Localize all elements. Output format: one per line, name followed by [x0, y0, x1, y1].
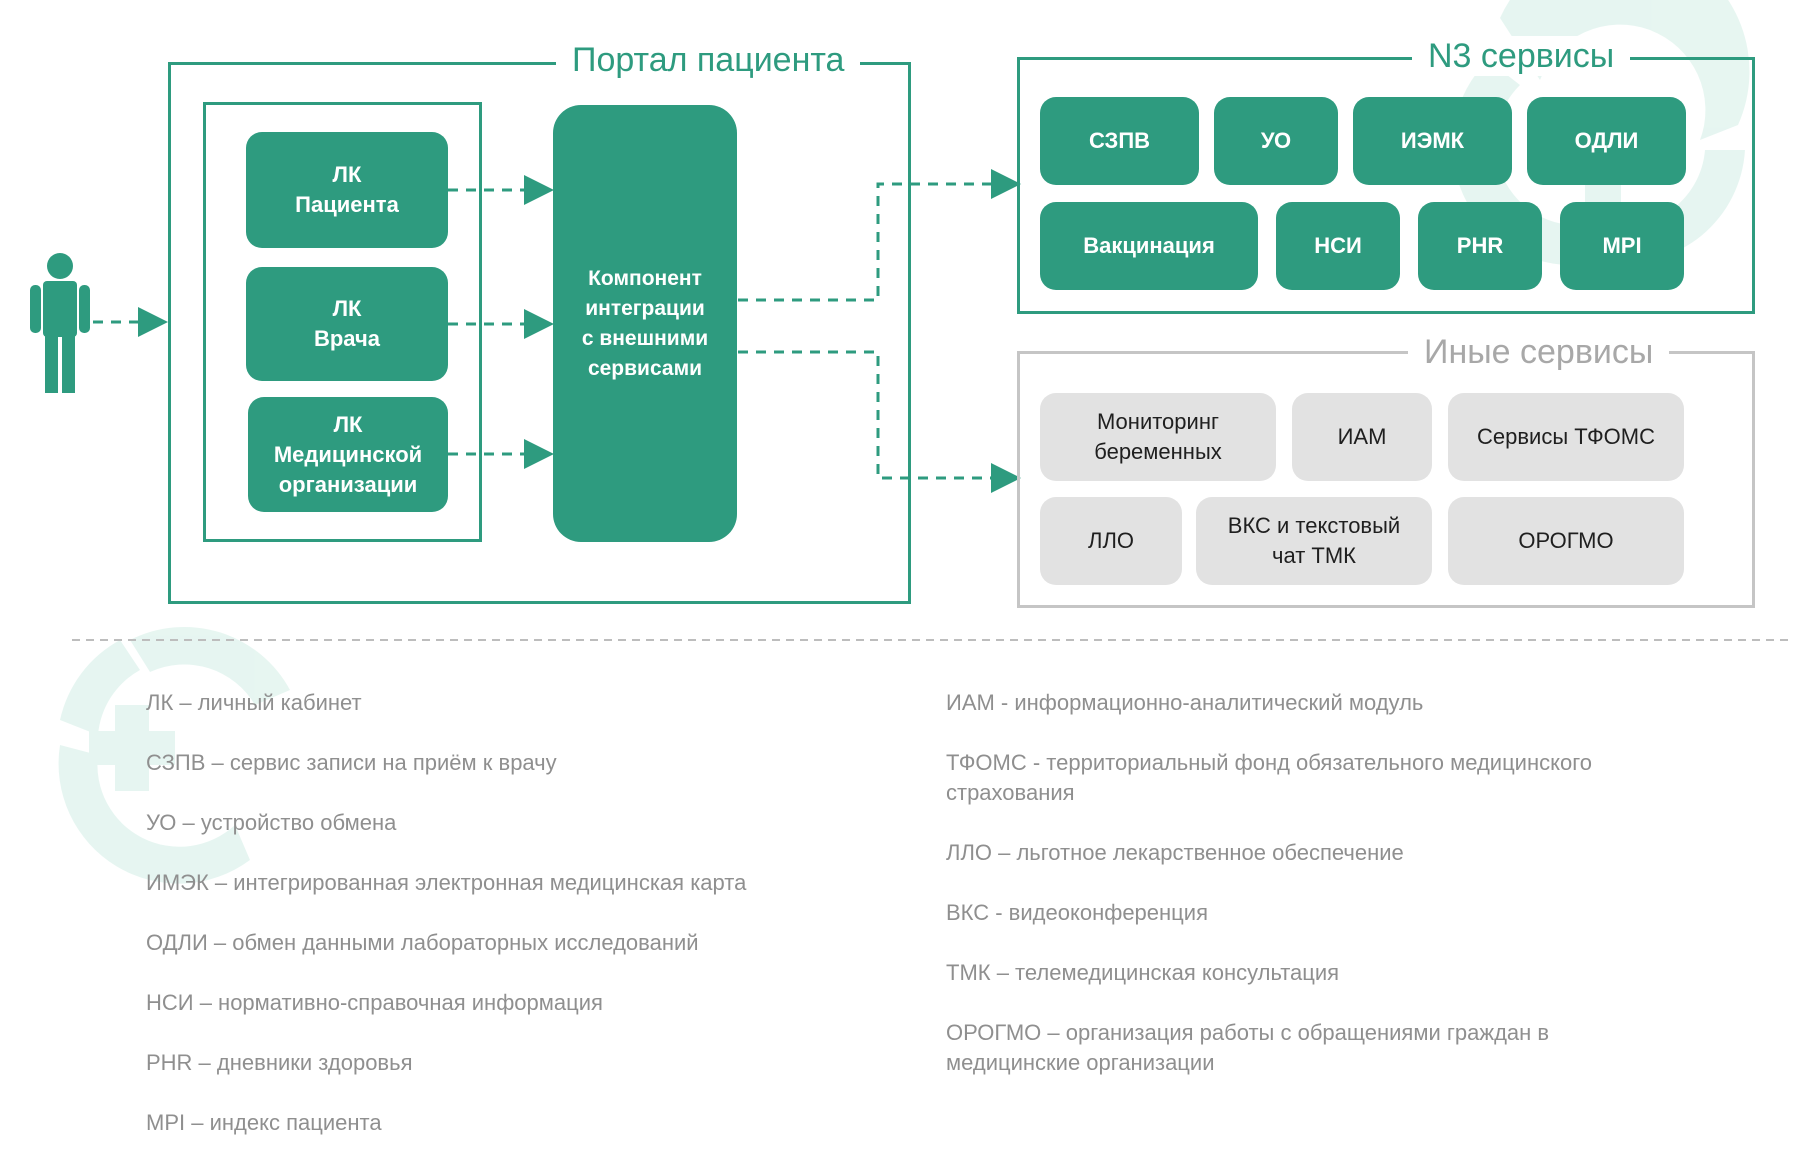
legend-item: УО – устройство обмена [146, 810, 397, 835]
arrow-to-n3 [738, 169, 1021, 302]
n3-service-uo: УО [1214, 97, 1338, 185]
other-service-llo: ЛЛО [1040, 497, 1182, 585]
arrow-to-other [738, 350, 1021, 493]
n3-services-frame [1017, 57, 1755, 314]
portal-frame [168, 62, 911, 604]
legend-item: ТФОМС - территориальный фонд обязательно… [946, 750, 1592, 805]
other-services-title: Иные сервисы [1408, 332, 1670, 372]
other-service-orogmo: ОРОГМО [1448, 497, 1684, 585]
legend-item: MPI – индекс пациента [146, 1110, 382, 1135]
other-service-pregnancy-monitoring: Мониторинг беременных [1040, 393, 1276, 481]
legend-item: ВКС - видеоконференция [946, 900, 1208, 925]
legend-item: ОРОГМО – организация работы с обращениям… [946, 1020, 1550, 1075]
watermark-logo-bottom [58, 626, 290, 884]
legend-item: PHR – дневники здоровья [146, 1050, 413, 1075]
n3-service-szpv: СЗПВ [1040, 97, 1199, 185]
other-service-iam: ИАМ [1292, 393, 1432, 481]
lk-patient-box: ЛК Пациента [246, 132, 448, 248]
legend-right: ИАМ - информационно-аналитический модуль… [946, 658, 1706, 1108]
legend-item: ТМК – телемедицинская консультация [946, 960, 1340, 985]
legend-item: ИМЭК – интегрированная электронная медиц… [146, 870, 747, 895]
other-services-frame [1017, 351, 1755, 608]
n3-service-mpi: MPI [1560, 202, 1684, 290]
legend-item: ИАМ - информационно-аналитический модуль [946, 690, 1424, 715]
legend-left: ЛК – личный кабинет СЗПВ – сервис записи… [146, 658, 866, 1168]
user-person-icon [30, 253, 90, 393]
n3-service-nsi: НСИ [1276, 202, 1400, 290]
other-service-tfoms: Сервисы ТФОМС [1448, 393, 1684, 481]
n3-service-vaccination: Вакцинация [1040, 202, 1258, 290]
portal-title: Портал пациента [556, 40, 861, 80]
legend-item: ОДЛИ – обмен данными лабораторных исслед… [146, 930, 699, 955]
legend-item: НСИ – нормативно-справочная информация [146, 990, 603, 1015]
lk-group-frame [203, 102, 482, 542]
lk-doctor-box: ЛК Врача [246, 267, 448, 381]
n3-service-iemk: ИЭМК [1353, 97, 1512, 185]
legend-item: СЗПВ – сервис записи на приём к врачу [146, 750, 557, 775]
n3-service-odli: ОДЛИ [1527, 97, 1686, 185]
lk-medical-org-box: ЛК Медицинской организации [248, 397, 448, 512]
integration-component-box: Компонент интеграции с внешними сервисам… [553, 105, 737, 542]
n3-services-title: N3 сервисы [1412, 36, 1631, 76]
legend-item: ЛЛО – льготное лекарственное обеспечение [946, 840, 1404, 865]
other-service-vks-tmk: ВКС и текстовый чат ТМК [1196, 497, 1432, 585]
legend-item: ЛК – личный кабинет [146, 690, 362, 715]
n3-service-phr: PHR [1418, 202, 1542, 290]
